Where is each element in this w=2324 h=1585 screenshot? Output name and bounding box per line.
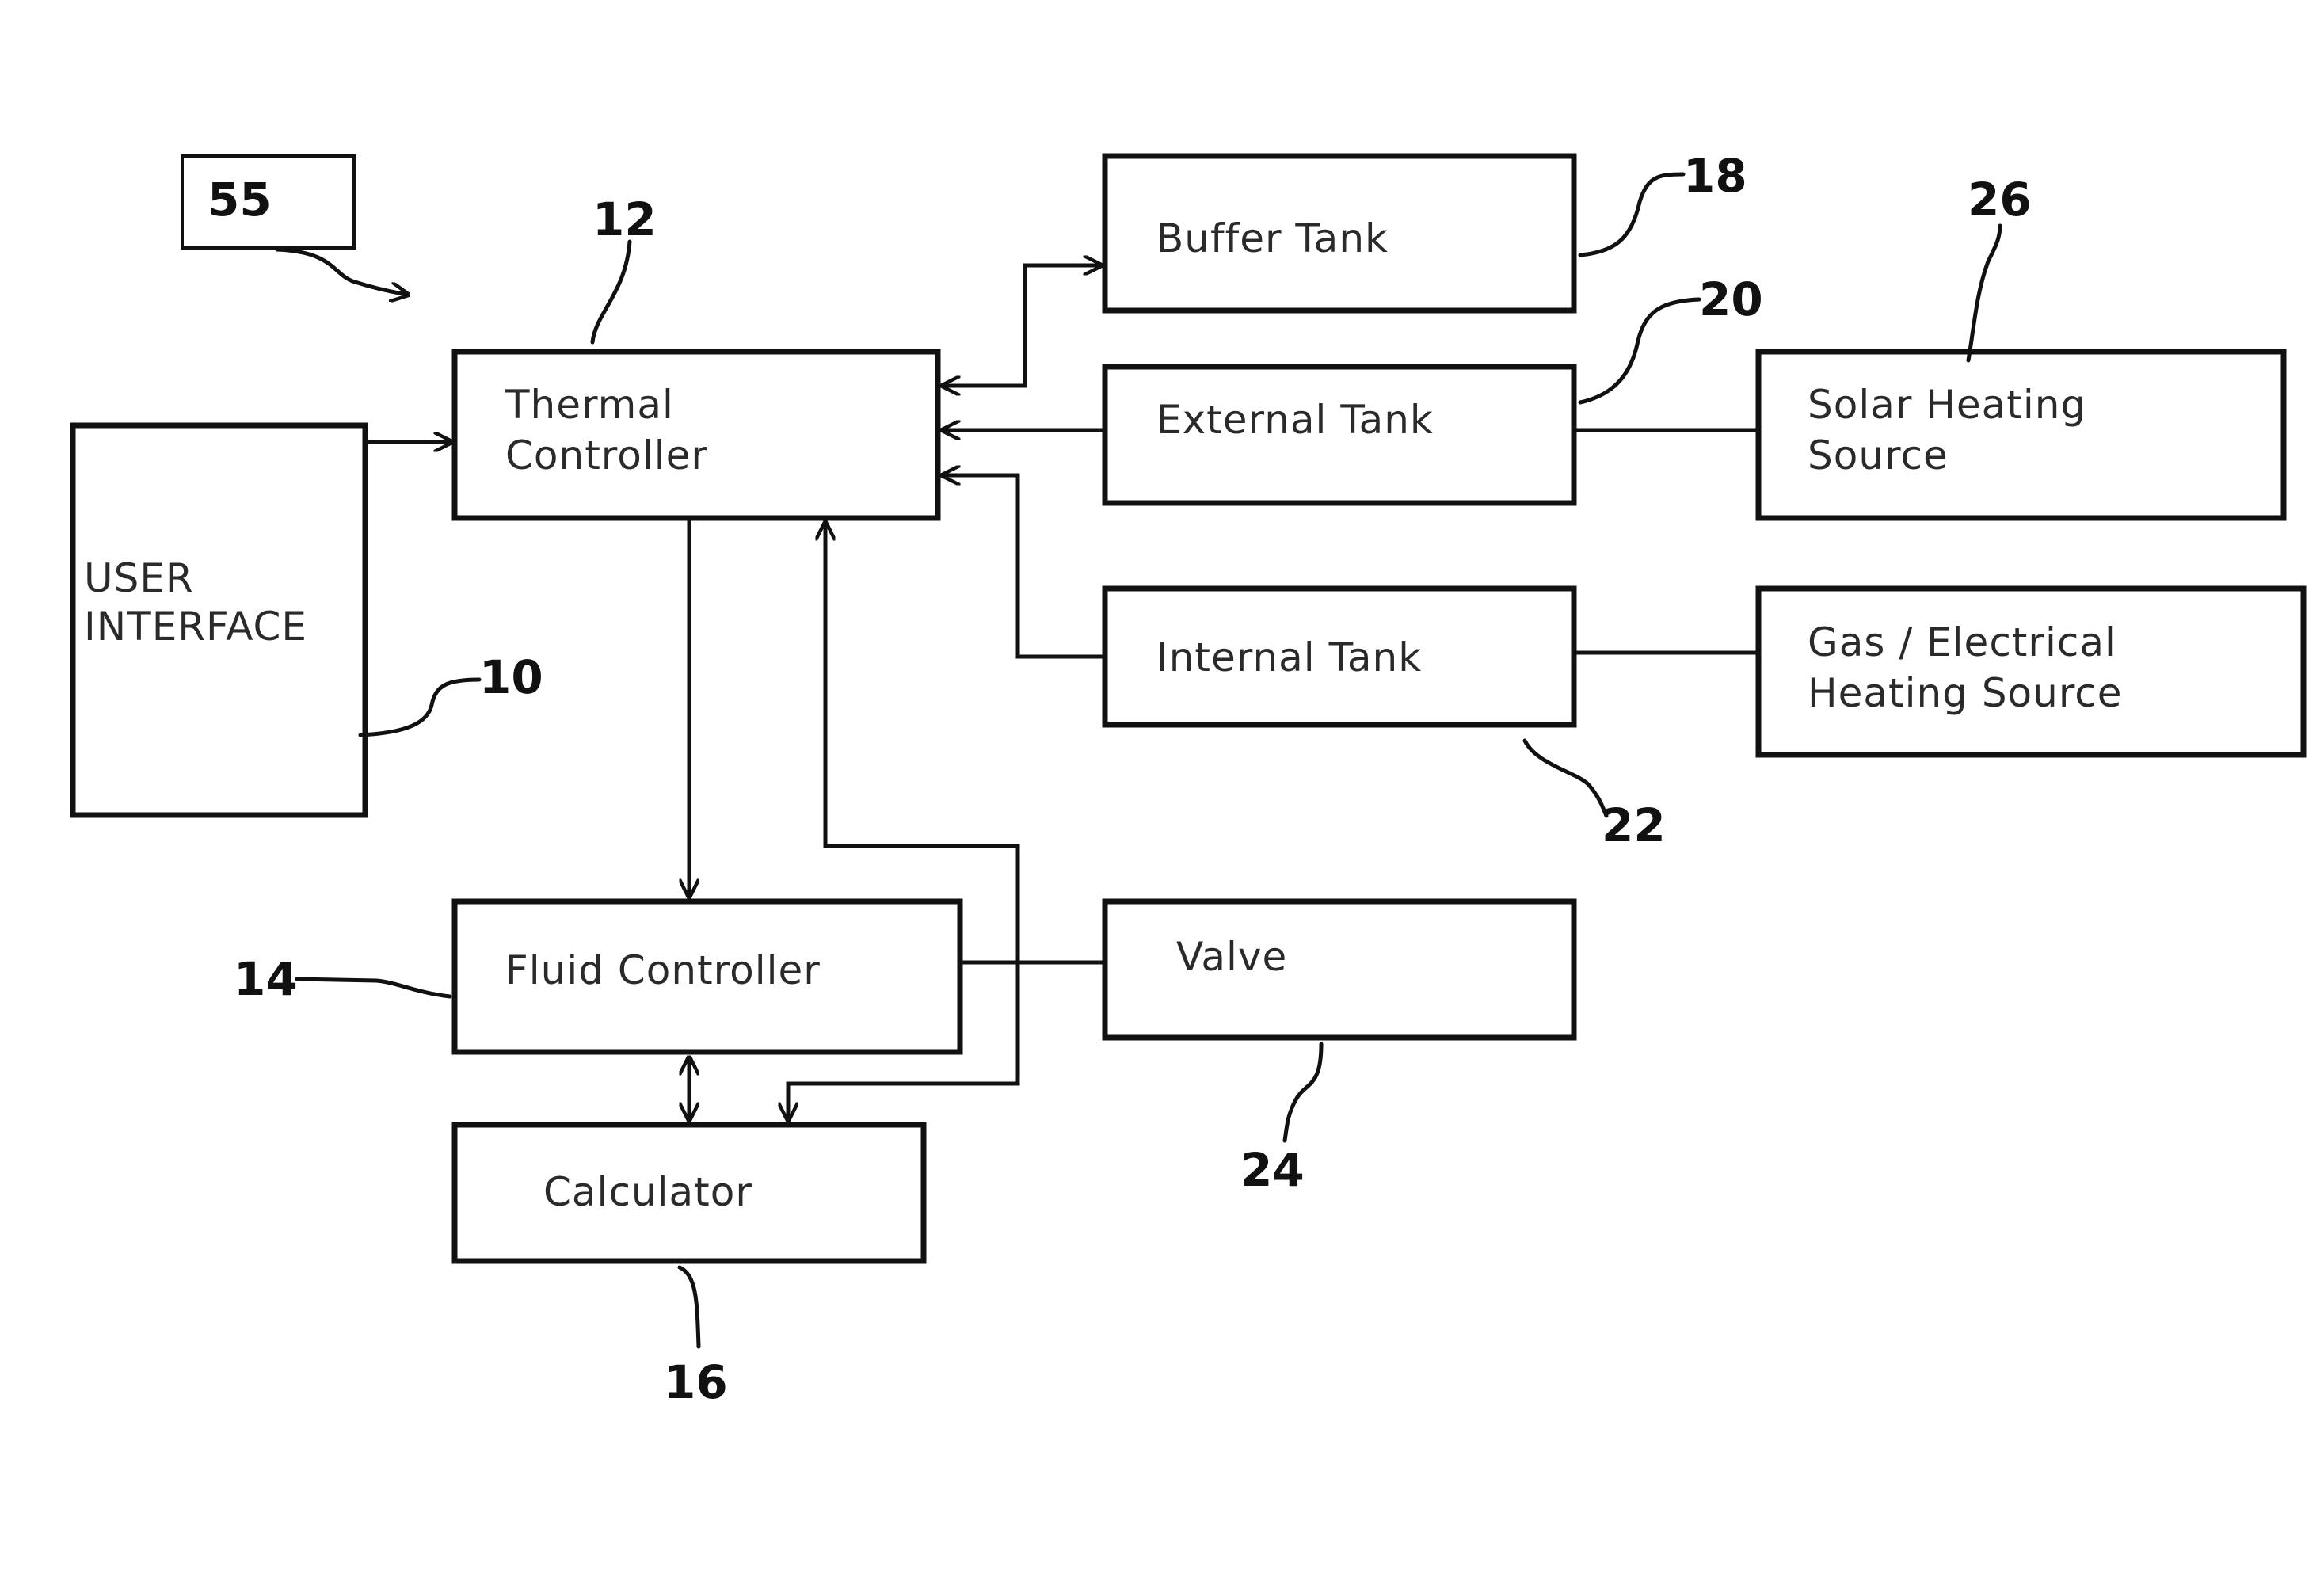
valve-label: Valve [1176,934,1287,980]
buffer-tank-label: Buffer Tank [1156,215,1389,261]
leader-12 [592,242,630,342]
leader-18 [1580,174,1683,255]
external-tank-label: External Tank [1156,397,1434,443]
gas-electrical-heating-source-label-line1: Gas / Electrical [1808,619,2116,665]
fluid-controller-block: Fluid Controller [455,901,960,1052]
ref-20: 20 [1699,272,1763,326]
calculator-block: Calculator [455,1125,924,1261]
fluid-controller-label: Fluid Controller [505,947,821,993]
ref-16: 16 [664,1355,728,1409]
thermal-buffer-arrow [943,265,1101,386]
valve-to-thermal-arrow [825,523,1018,962]
leader-14 [297,979,450,996]
solar-heating-source-block: Solar Heating Source [1758,352,2284,518]
internal-tank-block: Internal Tank [1105,589,1574,725]
figure-ref-label: 55 [208,173,272,227]
leader-20 [1580,299,1699,402]
solar-heating-source-label-line1: Solar Heating [1808,382,2086,428]
ref-24: 24 [1240,1143,1305,1197]
internal-to-thermal-arrow [943,475,1105,657]
figure-ref-arrow [277,250,408,295]
external-tank-block: External Tank [1105,367,1574,503]
ref-22: 22 [1602,798,1666,852]
ref-12: 12 [592,192,657,246]
ref-26: 26 [1968,173,2032,227]
buffer-tank-block: Buffer Tank [1105,156,1574,311]
thermal-controller-block: Thermal Controller [455,352,938,518]
thermal-controller-label-line2: Controller [505,432,708,478]
ref-18: 18 [1683,149,1747,203]
internal-tank-label: Internal Tank [1156,634,1422,680]
leader-24 [1285,1044,1321,1141]
leader-10 [360,680,479,735]
leader-26 [1968,226,2000,360]
ref-14: 14 [234,952,298,1006]
user-interface-block: USER INTERFACE [73,425,365,815]
calculator-label: Calculator [543,1169,752,1215]
figure-ref-55: 55 [182,156,408,295]
thermal-controller-label-line1: Thermal [505,382,674,428]
leader-22 [1525,741,1606,816]
leader-16 [680,1267,699,1347]
valve-block: Valve [1105,901,1574,1038]
gas-electrical-heating-source-label-line2: Heating Source [1808,670,2123,716]
solar-heating-source-label-line2: Source [1808,432,1949,478]
user-interface-label-line1: USER [84,555,194,601]
user-interface-label-line2: INTERFACE [84,604,307,650]
gas-electrical-heating-source-block: Gas / Electrical Heating Source [1758,589,2303,755]
ref-10: 10 [479,650,543,704]
